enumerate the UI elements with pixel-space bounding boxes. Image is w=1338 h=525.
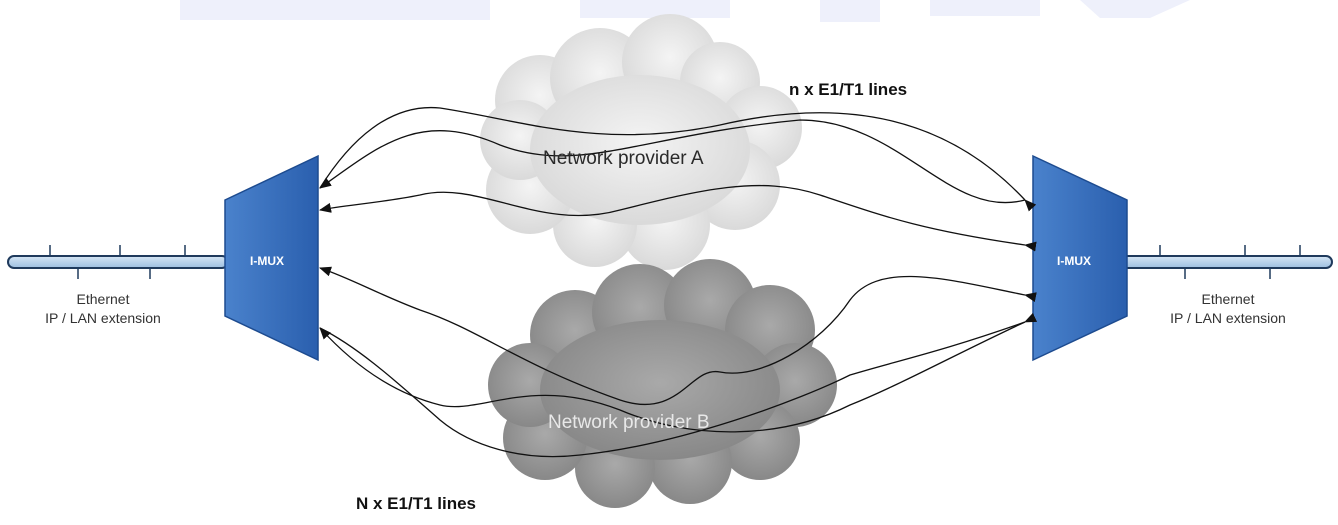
ethernet-right-line2: IP / LAN extension	[1170, 310, 1286, 326]
bottom-lines-label: N x E1/T1 lines	[356, 494, 476, 513]
top-lines-label: n x E1/T1 lines	[789, 80, 908, 99]
link-line-b3	[319, 321, 1026, 458]
cloud-b-label: Network provider B	[548, 412, 710, 433]
link-line-a1	[319, 119, 1026, 204]
imux-left-label: I-MUX	[250, 254, 284, 268]
ethernet-left-line2: IP / LAN extension	[45, 310, 161, 326]
link-line-a2	[319, 106, 1037, 212]
cloud-provider-b	[488, 259, 837, 508]
imux-left	[224, 154, 319, 362]
ethernet-right-caption: Ethernet IP / LAN extension	[1153, 290, 1303, 328]
cloud-a-label: Network provider A	[543, 148, 704, 169]
imux-right-label: I-MUX	[1057, 254, 1091, 268]
link-line-a3	[319, 184, 1037, 252]
ethernet-left-caption: Ethernet IP / LAN extension	[28, 290, 178, 328]
link-line-b1	[319, 266, 1037, 406]
ethernet-right-line1: Ethernet	[1201, 291, 1255, 307]
ethernet-bus-left	[7, 245, 229, 279]
cloud-provider-a	[480, 14, 802, 270]
ethernet-bus-right	[1119, 245, 1333, 279]
ethernet-left-line1: Ethernet	[76, 291, 130, 307]
background-watermark	[180, 0, 1190, 22]
